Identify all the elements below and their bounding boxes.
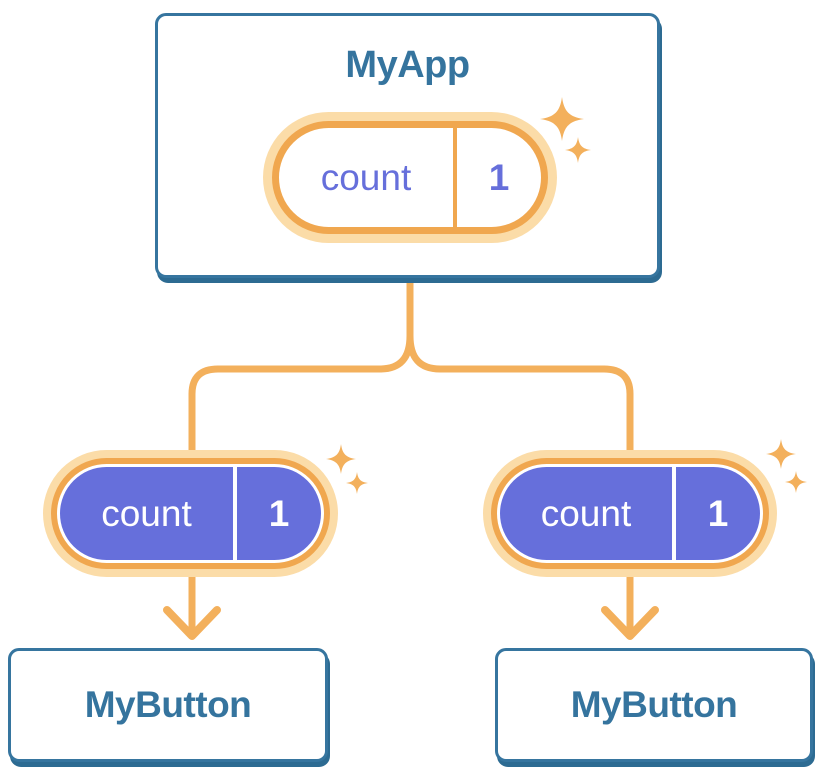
state-pill-ring: count 1 <box>51 458 330 569</box>
state-pill-fill: count 1 <box>500 467 760 560</box>
state-name: count <box>540 492 632 534</box>
state-name: count <box>320 156 412 198</box>
state-name: count <box>101 492 192 534</box>
state-value: 1 <box>488 156 510 198</box>
state-pill-root: count 1 <box>263 112 557 243</box>
state-value: 1 <box>707 492 729 534</box>
state-pill-ring: count 1 <box>491 458 769 569</box>
state-pill-ring: count 1 <box>272 121 548 234</box>
arrow-down-icon <box>601 575 659 640</box>
state-pill-divider <box>233 467 237 560</box>
component-card-right-child: MyButton <box>495 648 813 762</box>
component-name-left-child: MyButton <box>84 684 252 725</box>
arrow-down-icon <box>163 575 221 640</box>
tree-branch-line-right <box>406 283 634 456</box>
component-name-right-child: MyButton <box>570 684 738 725</box>
state-value: 1 <box>268 492 290 534</box>
state-pill-fill: count 1 <box>60 467 321 560</box>
state-pill-right-child: count 1 <box>483 450 777 577</box>
sparkle-icon <box>766 439 807 493</box>
state-pill-left-child: count 1 <box>43 450 338 577</box>
state-pill-divider <box>453 128 457 227</box>
tree-branch-line-left <box>188 283 414 456</box>
component-name-root: MyApp <box>345 44 470 86</box>
component-card-left-child: MyButton <box>8 648 328 762</box>
state-pill-divider <box>672 467 676 560</box>
